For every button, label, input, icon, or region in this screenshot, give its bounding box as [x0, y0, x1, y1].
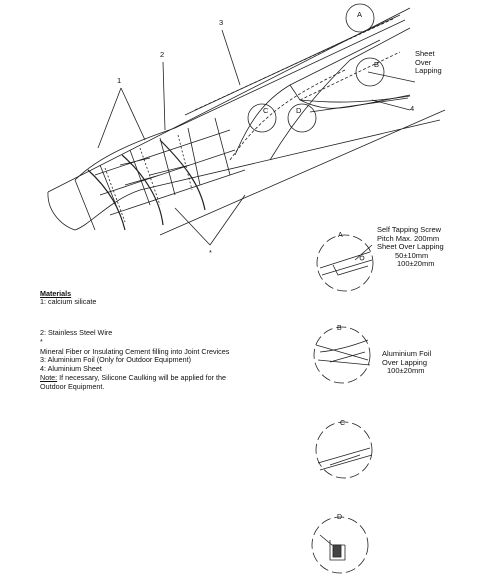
sheet-over-lapping-label: Sheet Over Lapping	[415, 49, 442, 75]
marker-b: B	[374, 60, 380, 69]
steel-wire-bands	[87, 139, 206, 231]
detail-b-callout: Aluminium Foil Over Lapping 100±20mm	[382, 349, 432, 375]
jacket-top	[74, 19, 406, 181]
marker-circle-b	[355, 57, 385, 87]
label-star: *	[209, 248, 212, 257]
sheet-seam	[194, 17, 401, 161]
note-label: Note:	[40, 373, 58, 382]
materials-note-2: Outdoor Equipment.	[40, 382, 105, 391]
detail-circle-a	[316, 234, 374, 292]
foil-layer	[299, 95, 411, 113]
marker-circle-c	[247, 103, 277, 133]
materials-star-desc: Mineral Fiber or Insulating Cement filli…	[40, 347, 230, 356]
marker-circle-a	[345, 3, 375, 33]
marker-circle-d	[287, 103, 317, 133]
aluminium-sheet	[184, 14, 411, 161]
marker-a: A	[357, 10, 363, 19]
leader-lines	[97, 29, 416, 246]
label-part-2: 2	[160, 50, 165, 59]
label-part-1: 1	[117, 76, 122, 85]
materials-heading: Materials	[40, 289, 72, 298]
materials-item-1: 1: calcium silicate	[40, 297, 97, 306]
detail-circle-d	[311, 516, 369, 574]
note-text: If necessary, Silicone Caulking will be …	[57, 373, 227, 382]
block-seams	[104, 134, 193, 223]
detail-d-letter: D	[337, 514, 343, 521]
materials-item-2: 2: Stainless Steel Wire	[40, 328, 113, 337]
detail-a-letter: A	[338, 232, 343, 239]
label-part-3: 3	[219, 18, 224, 27]
detail-c-letter: C	[340, 420, 346, 427]
materials-item-3: 3: Aluminium Foil (Only for Outdoor Equi…	[40, 355, 191, 364]
materials-star: *	[40, 337, 43, 346]
detail-b-letter: B	[337, 325, 342, 332]
detail-a-callout: Self Tapping Screw Pitch Max. 200mm Shee…	[377, 225, 444, 268]
materials-item-4: 4: Aluminium Sheet	[40, 364, 102, 373]
calcium-silicate-blocks	[74, 117, 246, 231]
marker-d: D	[296, 106, 302, 115]
materials-note: Note: If necessary, Silicone Caulking wi…	[40, 373, 227, 382]
pipe-outline	[47, 7, 446, 236]
marker-c: C	[263, 106, 269, 115]
detail-circle-b	[313, 326, 371, 384]
detail-circle-c	[315, 421, 373, 479]
label-part-4: 4	[410, 104, 415, 113]
